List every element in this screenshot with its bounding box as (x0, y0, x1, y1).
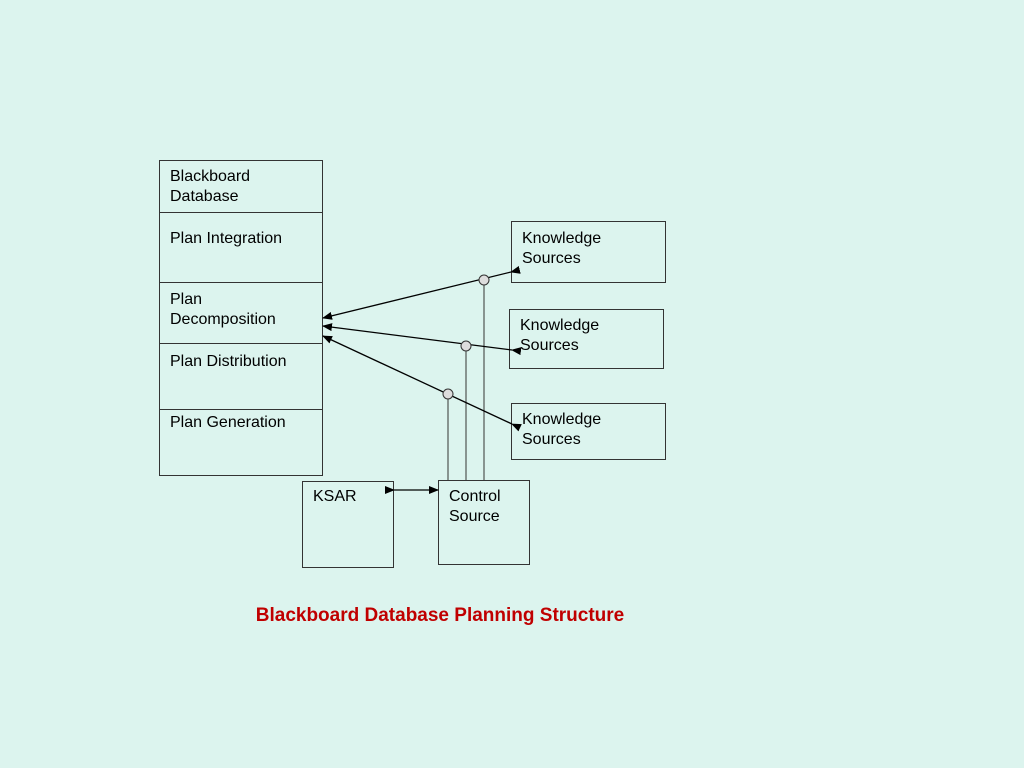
knowledge-sources-box-1 (511, 221, 666, 283)
knowledge-sources-label-2: Knowledge Sources (520, 317, 600, 354)
ksar-label: KSAR (313, 488, 357, 505)
plan-generation-section (159, 409, 323, 476)
junction-2 (460, 340, 472, 352)
knowledge-sources-box-2 (509, 309, 664, 369)
plan-decomposition-label: Plan Decomposition (170, 291, 276, 328)
diagram-caption: Blackboard Database Planning Structure (255, 605, 625, 626)
blackboard-database-label: Blackboard Database (170, 168, 251, 205)
knowledge-sources-box-3 (511, 403, 666, 460)
plan-decomposition-section (159, 282, 323, 344)
knowledge-sources-label-3: Knowledge Sources (522, 411, 602, 448)
control-source-box (438, 480, 530, 565)
junction-3 (442, 388, 454, 400)
plan-distribution-section (159, 343, 323, 410)
control-source-label: Control Source (449, 488, 501, 525)
knowledge-sources-label-1: Knowledge Sources (522, 230, 602, 267)
plan-distribution-label: Plan Distribution (170, 353, 287, 370)
blackboard-header-section (159, 160, 323, 213)
ksar-box (302, 481, 394, 568)
plan-generation-label: Plan Generation (170, 414, 286, 431)
plan-integration-label: Plan Integration (170, 230, 283, 247)
arrow-ks3 (322, 335, 522, 432)
junction-1 (478, 274, 490, 286)
